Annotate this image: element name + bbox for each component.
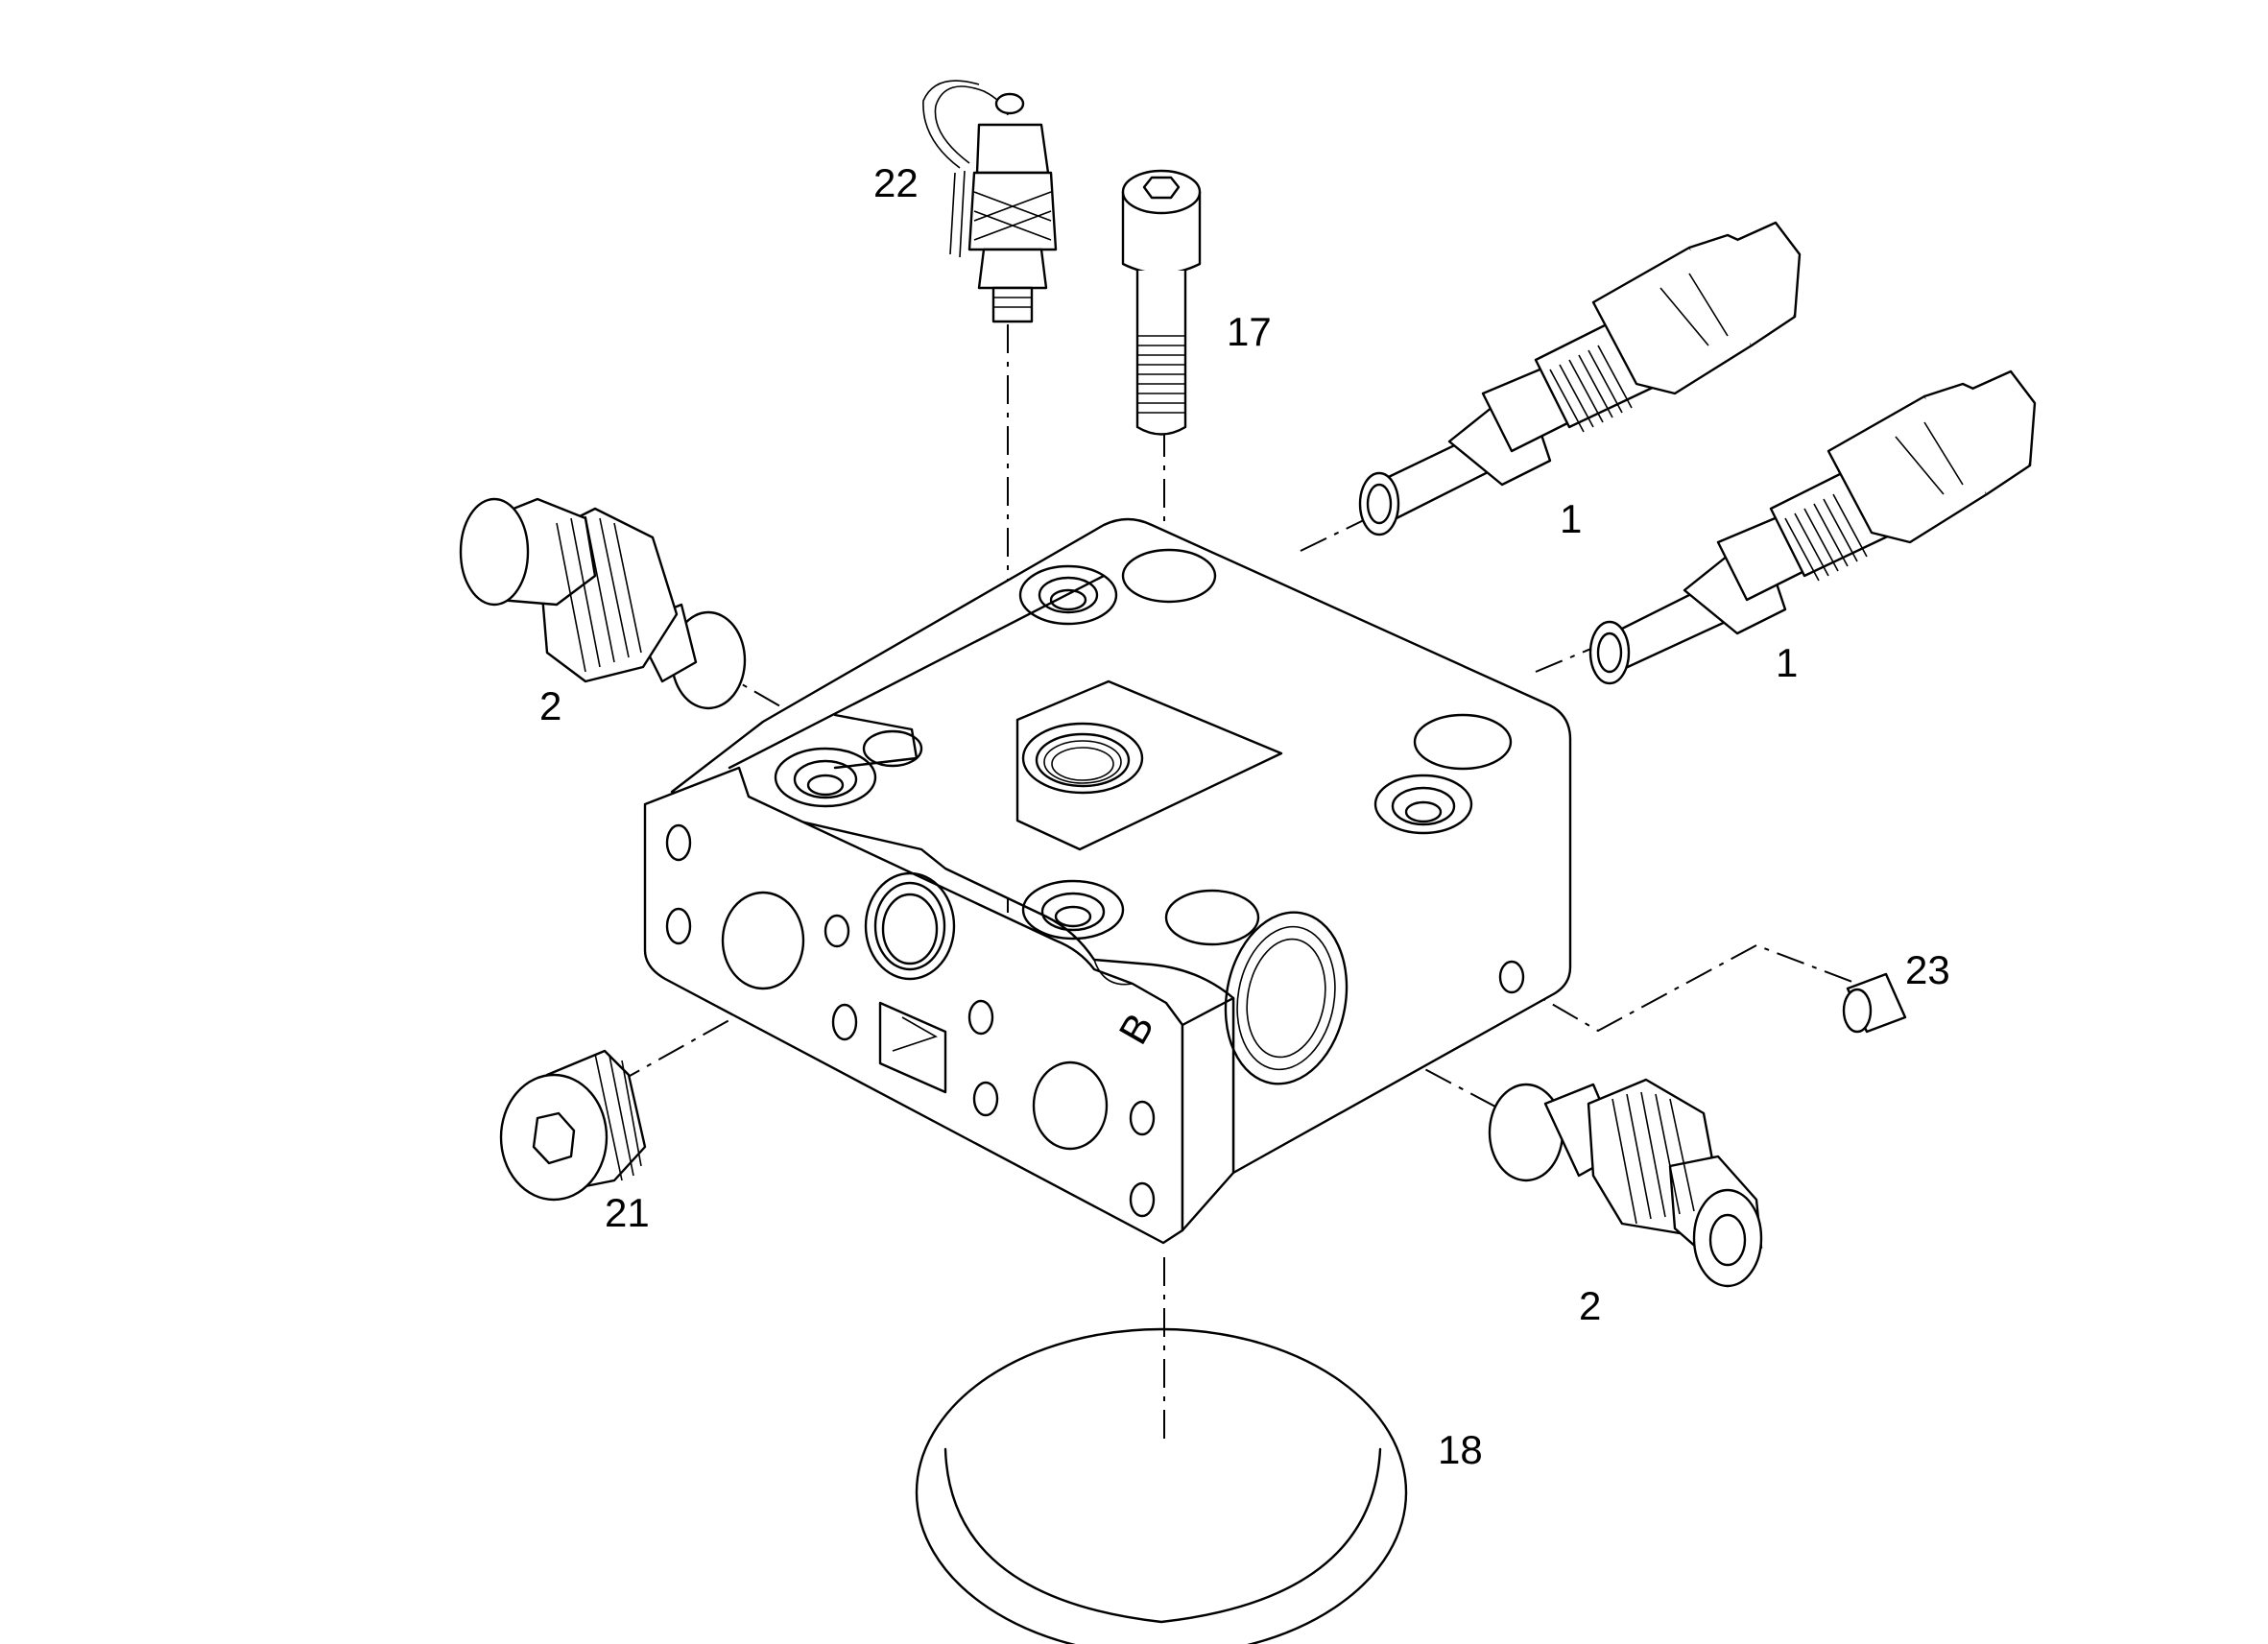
callout-test-port: 22 <box>873 160 919 205</box>
callout-bolt: 17 <box>1227 309 1272 354</box>
check-plug-icon <box>1488 1078 1763 1288</box>
check-plug-icon <box>459 497 747 710</box>
callout-valve-upper: 1 <box>1560 496 1582 541</box>
callout-oring: 18 <box>1438 1427 1483 1472</box>
top-ports <box>774 548 1513 946</box>
relief-valve-cartridge-icon <box>1358 221 1802 536</box>
callout-pin: 23 <box>1905 947 1950 992</box>
callout-plug-left: 2 <box>539 683 561 728</box>
callout-plug-right: 2 <box>1579 1283 1601 1328</box>
callout-hex-plug: 21 <box>605 1190 650 1235</box>
test-port-coupling-icon <box>922 80 1058 323</box>
dowel-pin-icon <box>1842 972 1907 1034</box>
manifold-block <box>643 517 1572 1245</box>
socket-head-bolt-icon <box>1121 169 1202 436</box>
o-ring-icon <box>915 1327 1408 1644</box>
callout-labels: 1 1 2 2 17 18 21 22 23 <box>539 160 1950 1472</box>
callout-valve-lower: 1 <box>1776 640 1798 685</box>
front-ports: B <box>665 823 1525 1218</box>
relief-valve-cartridge-icon <box>1588 369 2037 685</box>
hex-socket-plug-icon <box>499 1049 647 1202</box>
